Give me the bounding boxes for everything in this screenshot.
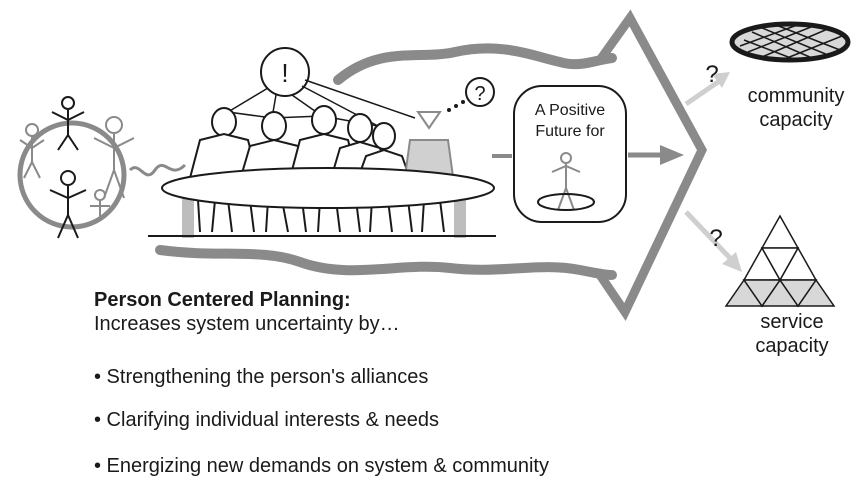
question-mark-small: ?	[474, 83, 485, 105]
bullet-item: • Energizing new demands on system & com…	[94, 455, 549, 477]
exclaim-bubble	[260, 47, 310, 97]
connector-squiggle	[128, 163, 187, 177]
community-label-2: capacity	[759, 109, 832, 131]
future-line-2: Future for	[535, 123, 605, 140]
table-top	[161, 167, 495, 209]
service-pyramid-icon	[724, 214, 836, 308]
future-to-chevron-arrow	[628, 145, 684, 165]
chevron-arrow	[596, 9, 708, 322]
service-label-1: service	[760, 311, 823, 333]
planning-table-group	[148, 47, 496, 238]
community-net-icon	[729, 21, 851, 63]
bullet-item: • Clarifying individual interests & need…	[94, 409, 439, 431]
person-circle-cluster	[17, 96, 135, 239]
future-box	[513, 85, 627, 223]
community-question: ?	[705, 61, 718, 88]
community-arrow	[684, 72, 730, 107]
upper-wavy-band	[333, 43, 617, 85]
lower-wavy-band	[155, 245, 617, 280]
section-subheading: Increases system uncertainty by…	[94, 313, 400, 335]
bullet-item: • Strengthening the person's alliances	[94, 366, 428, 388]
exclaim-mark: !	[281, 58, 288, 88]
future-line-1: A Positive	[535, 102, 605, 119]
community-label-1: community	[748, 85, 845, 107]
service-label-2: capacity	[755, 335, 828, 357]
question-bubble	[465, 77, 495, 107]
section-heading: Person Centered Planning:	[94, 289, 351, 311]
service-question: ?	[709, 225, 722, 252]
service-arrow	[684, 210, 742, 272]
